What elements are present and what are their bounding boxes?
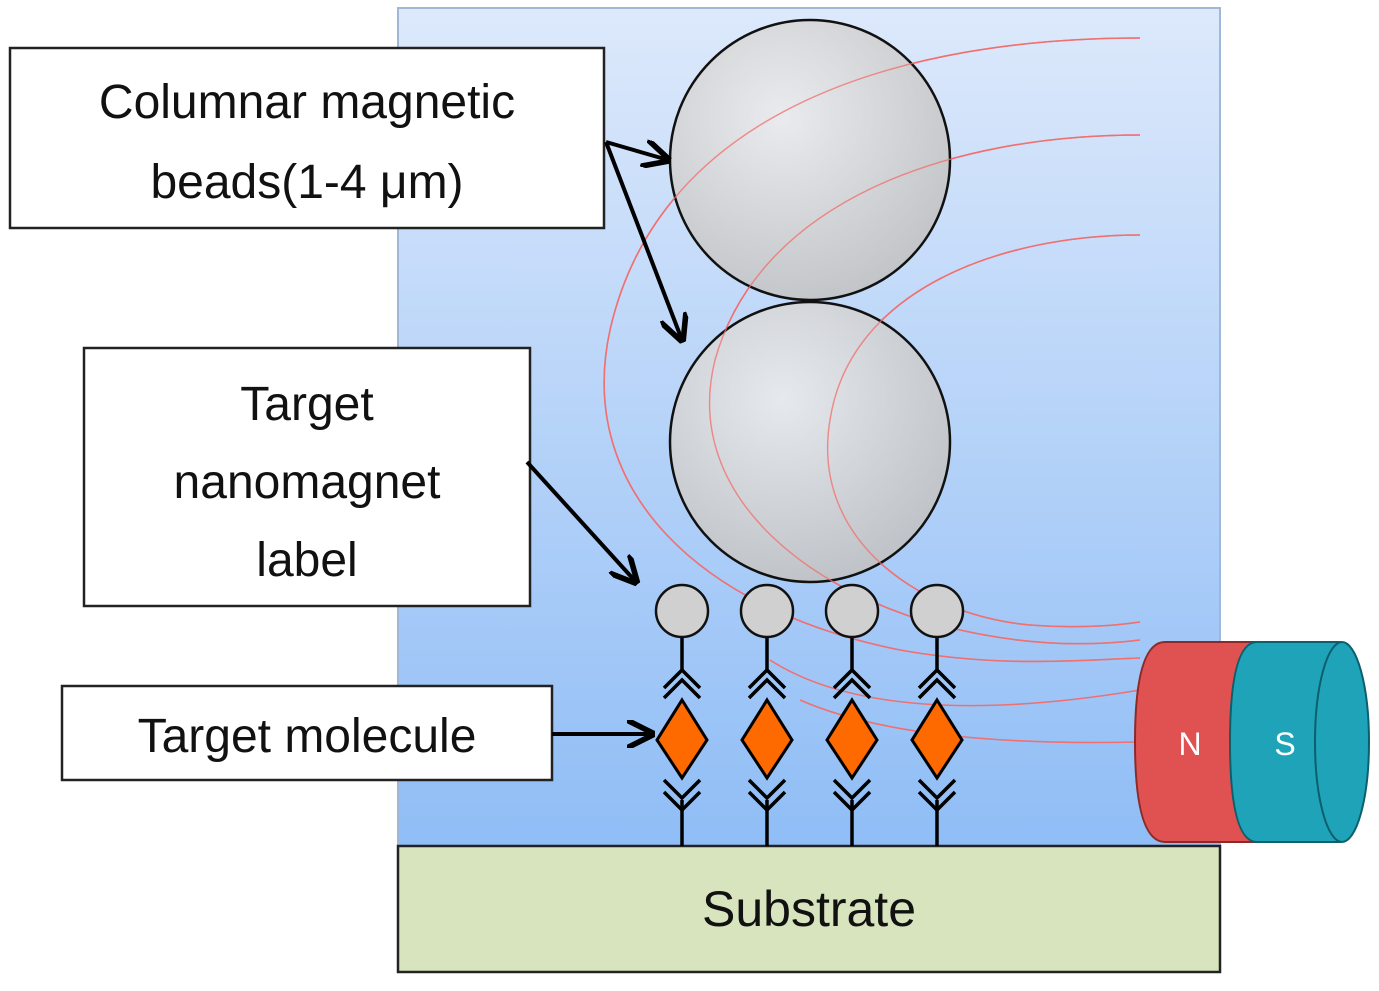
magnetic-bead-bottom [668,300,952,584]
label-target-nanomagnet: Target nanomagnet label [82,346,532,608]
magnet-north-label: N [1178,726,1201,762]
nanomagnet-label-3 [824,583,880,639]
label-columnar-beads: Columnar magnetic beads(1-4 μm) [8,46,606,230]
nano-label-line3: label [256,534,357,587]
callout-arrows [525,141,682,734]
bar-magnet: N S [1133,641,1370,843]
nanomagnet-label-4 [909,583,965,639]
label-target-molecule: Target molecule [60,684,554,782]
nanomagnet-label-2 [739,583,795,639]
arrow-to-bottom-bead [604,141,682,340]
target-molecule-1 [655,697,709,781]
beads-label-line2: beads(1-4 μm) [150,156,463,209]
target-molecule-3 [825,697,879,781]
substrate-label: Substrate [702,881,916,937]
target-molecule-4 [910,697,964,781]
field-line-lower-1 [769,659,1141,707]
nano-label-line1: Target [240,378,373,431]
magnet-north-pole [1133,641,1256,843]
target-molecule-2 [740,697,794,781]
molecule-label: Target molecule [138,710,477,763]
nano-label-line2: nanomagnet [174,456,441,509]
arrow-to-top-bead [605,142,668,160]
binding-complexes [654,583,965,846]
nanomagnet-label-1 [654,583,710,639]
binding-complex-1 [654,583,710,846]
magnet-end-face [1314,641,1370,843]
beads-label-line1: Columnar magnetic [99,76,515,129]
binding-complex-4 [909,583,965,846]
binding-complex-2 [739,583,795,846]
binding-complex-3 [824,583,880,846]
field-lines-overlay [603,37,1141,663]
arrow-to-nanomagnet [525,460,636,582]
magnet-south-pole [1228,641,1341,843]
magnet-south-label: S [1274,726,1295,762]
substrate [396,844,1222,974]
